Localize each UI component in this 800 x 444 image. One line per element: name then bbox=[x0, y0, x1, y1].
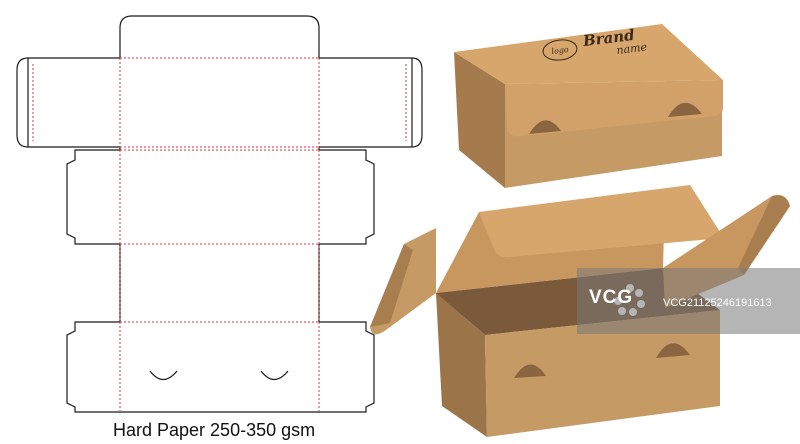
logo-text: logo bbox=[551, 45, 569, 56]
open-box-thumb-hole-left bbox=[514, 364, 546, 378]
watermark-brand: VCG bbox=[589, 287, 634, 308]
open-box-thumb-hole-right bbox=[656, 343, 690, 358]
logo-badge-icon bbox=[542, 39, 578, 61]
brand-print: logo Brand name bbox=[542, 26, 648, 61]
closed-box-end-face bbox=[454, 52, 505, 188]
watermark-id: VCG21125246191613 bbox=[663, 297, 772, 309]
open-box-left-flap-edge bbox=[370, 244, 413, 327]
open-box-lid-front-flap bbox=[479, 185, 720, 258]
fold-lines bbox=[32, 57, 407, 412]
open-box-end-face bbox=[436, 293, 487, 437]
closed-box-thumb-hole-right bbox=[668, 102, 702, 117]
thumb-notch-left bbox=[149, 370, 178, 381]
caption: Hard Paper 250-350 gsm bbox=[113, 420, 316, 440]
closed-box-thumb-hole-left bbox=[529, 120, 561, 134]
open-box-front-face bbox=[485, 310, 720, 437]
brand-line-2: name bbox=[616, 40, 648, 57]
die-cut-template bbox=[16, 15, 423, 413]
closed-box-top-face bbox=[454, 24, 723, 84]
die-cut-outline bbox=[16, 15, 423, 413]
closed-box: logo Brand name bbox=[454, 24, 723, 188]
open-box-right-flap-edge bbox=[738, 195, 790, 275]
thumb-notch-right bbox=[260, 370, 289, 381]
closed-box-lid-flap bbox=[505, 80, 723, 137]
watermark-panel bbox=[577, 268, 800, 334]
